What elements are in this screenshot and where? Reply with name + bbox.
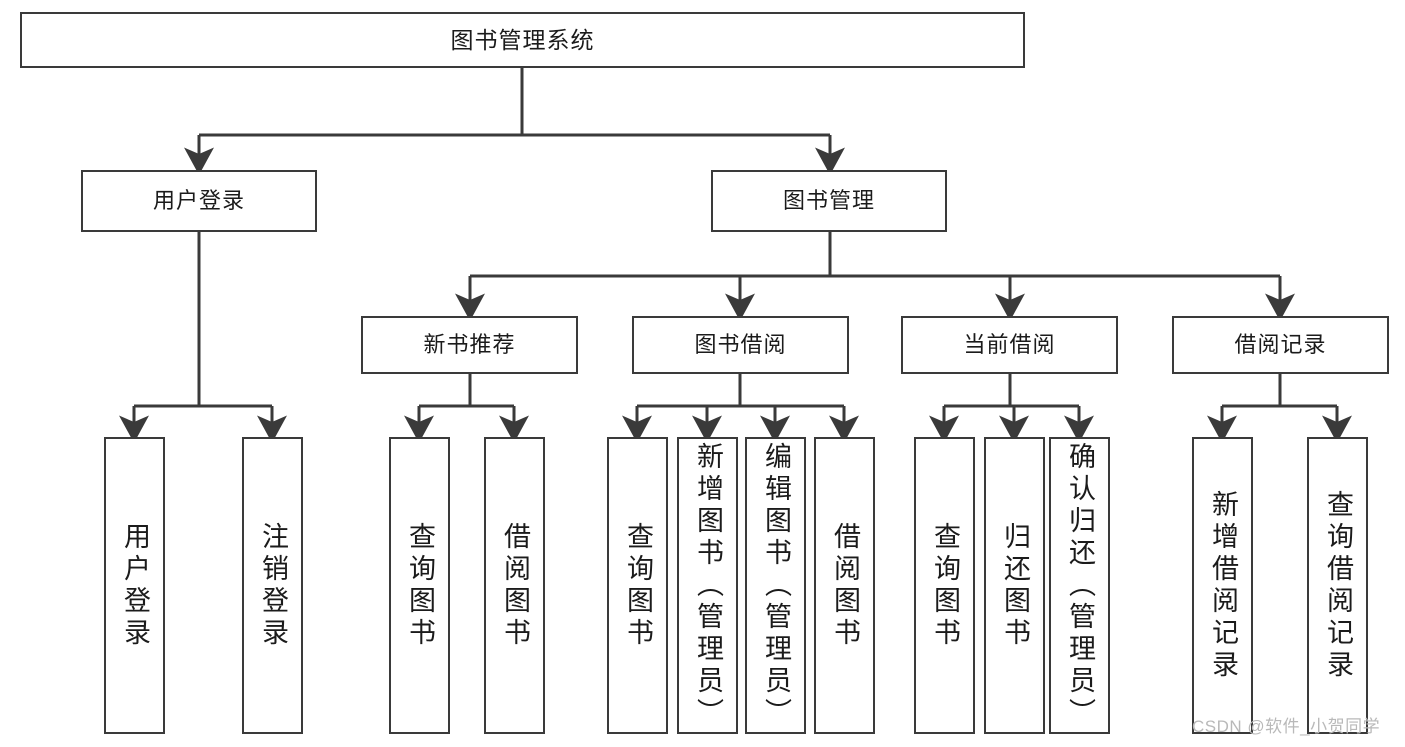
node-label: 当前借阅 (963, 332, 1056, 358)
node-label: 新增图书（管理员） (693, 441, 723, 730)
node-book-manage[interactable]: 图书管理 (711, 170, 947, 232)
node-label: 查询图书 (623, 521, 653, 650)
node-label: 归还图书 (1000, 521, 1030, 650)
node-book-borrow[interactable]: 图书借阅 (632, 316, 849, 374)
node-label: 用户登录 (152, 188, 245, 214)
node-label: 新增借阅记录 (1208, 489, 1238, 682)
node-leaf-borrow-book-2[interactable]: 借阅图书 (814, 437, 875, 734)
node-leaf-user-login[interactable]: 用户登录 (104, 437, 165, 734)
node-label: 查询借阅记录 (1323, 489, 1353, 682)
watermark: CSDN @软件_小贺同学 (1192, 717, 1381, 736)
node-label: 图书管理系统 (450, 26, 595, 53)
node-label: 图书管理 (782, 188, 875, 214)
node-label: 借阅图书 (500, 521, 530, 650)
node-leaf-confirm-return[interactable]: 确认归还（管理员） (1049, 437, 1110, 734)
node-root-system[interactable]: 图书管理系统 (20, 12, 1025, 68)
node-label: 查询图书 (405, 521, 435, 650)
node-label: 借阅图书 (830, 521, 860, 650)
node-borrow-record[interactable]: 借阅记录 (1172, 316, 1389, 374)
node-leaf-add-book[interactable]: 新增图书（管理员） (677, 437, 738, 734)
node-leaf-borrow-book-1[interactable]: 借阅图书 (484, 437, 545, 734)
node-current-borrow[interactable]: 当前借阅 (901, 316, 1118, 374)
node-leaf-user-logout[interactable]: 注销登录 (242, 437, 303, 734)
node-label: 注销登录 (258, 521, 288, 650)
node-leaf-query-book-2[interactable]: 查询图书 (607, 437, 668, 734)
node-leaf-query-book-3[interactable]: 查询图书 (914, 437, 975, 734)
node-label: 用户登录 (120, 521, 150, 650)
node-label: 新书推荐 (423, 332, 516, 358)
node-label: 借阅记录 (1234, 332, 1327, 358)
node-leaf-query-record[interactable]: 查询借阅记录 (1307, 437, 1368, 734)
node-leaf-edit-book[interactable]: 编辑图书（管理员） (745, 437, 806, 734)
node-new-book-recommend[interactable]: 新书推荐 (361, 316, 578, 374)
node-label: 确认归还（管理员） (1065, 441, 1095, 730)
node-leaf-add-record[interactable]: 新增借阅记录 (1192, 437, 1253, 734)
node-user-login[interactable]: 用户登录 (81, 170, 317, 232)
node-leaf-return-book[interactable]: 归还图书 (984, 437, 1045, 734)
node-label: 查询图书 (930, 521, 960, 650)
node-label: 图书借阅 (694, 332, 787, 358)
node-label: 编辑图书（管理员） (761, 441, 791, 730)
node-leaf-query-book-1[interactable]: 查询图书 (389, 437, 450, 734)
